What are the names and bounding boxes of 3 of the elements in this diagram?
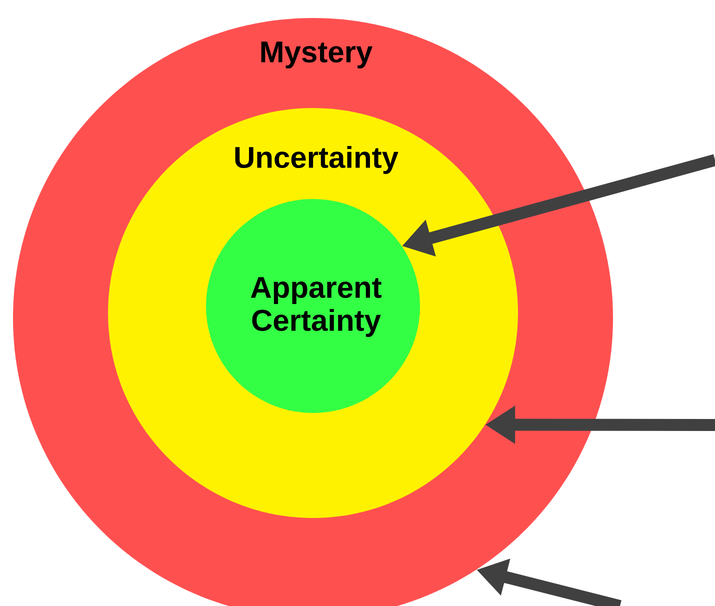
ring-label: Mystery bbox=[261, 42, 373, 68]
ring-label: Apparent Certainty bbox=[250, 277, 382, 337]
ring-label: Uncertainty bbox=[235, 146, 398, 174]
